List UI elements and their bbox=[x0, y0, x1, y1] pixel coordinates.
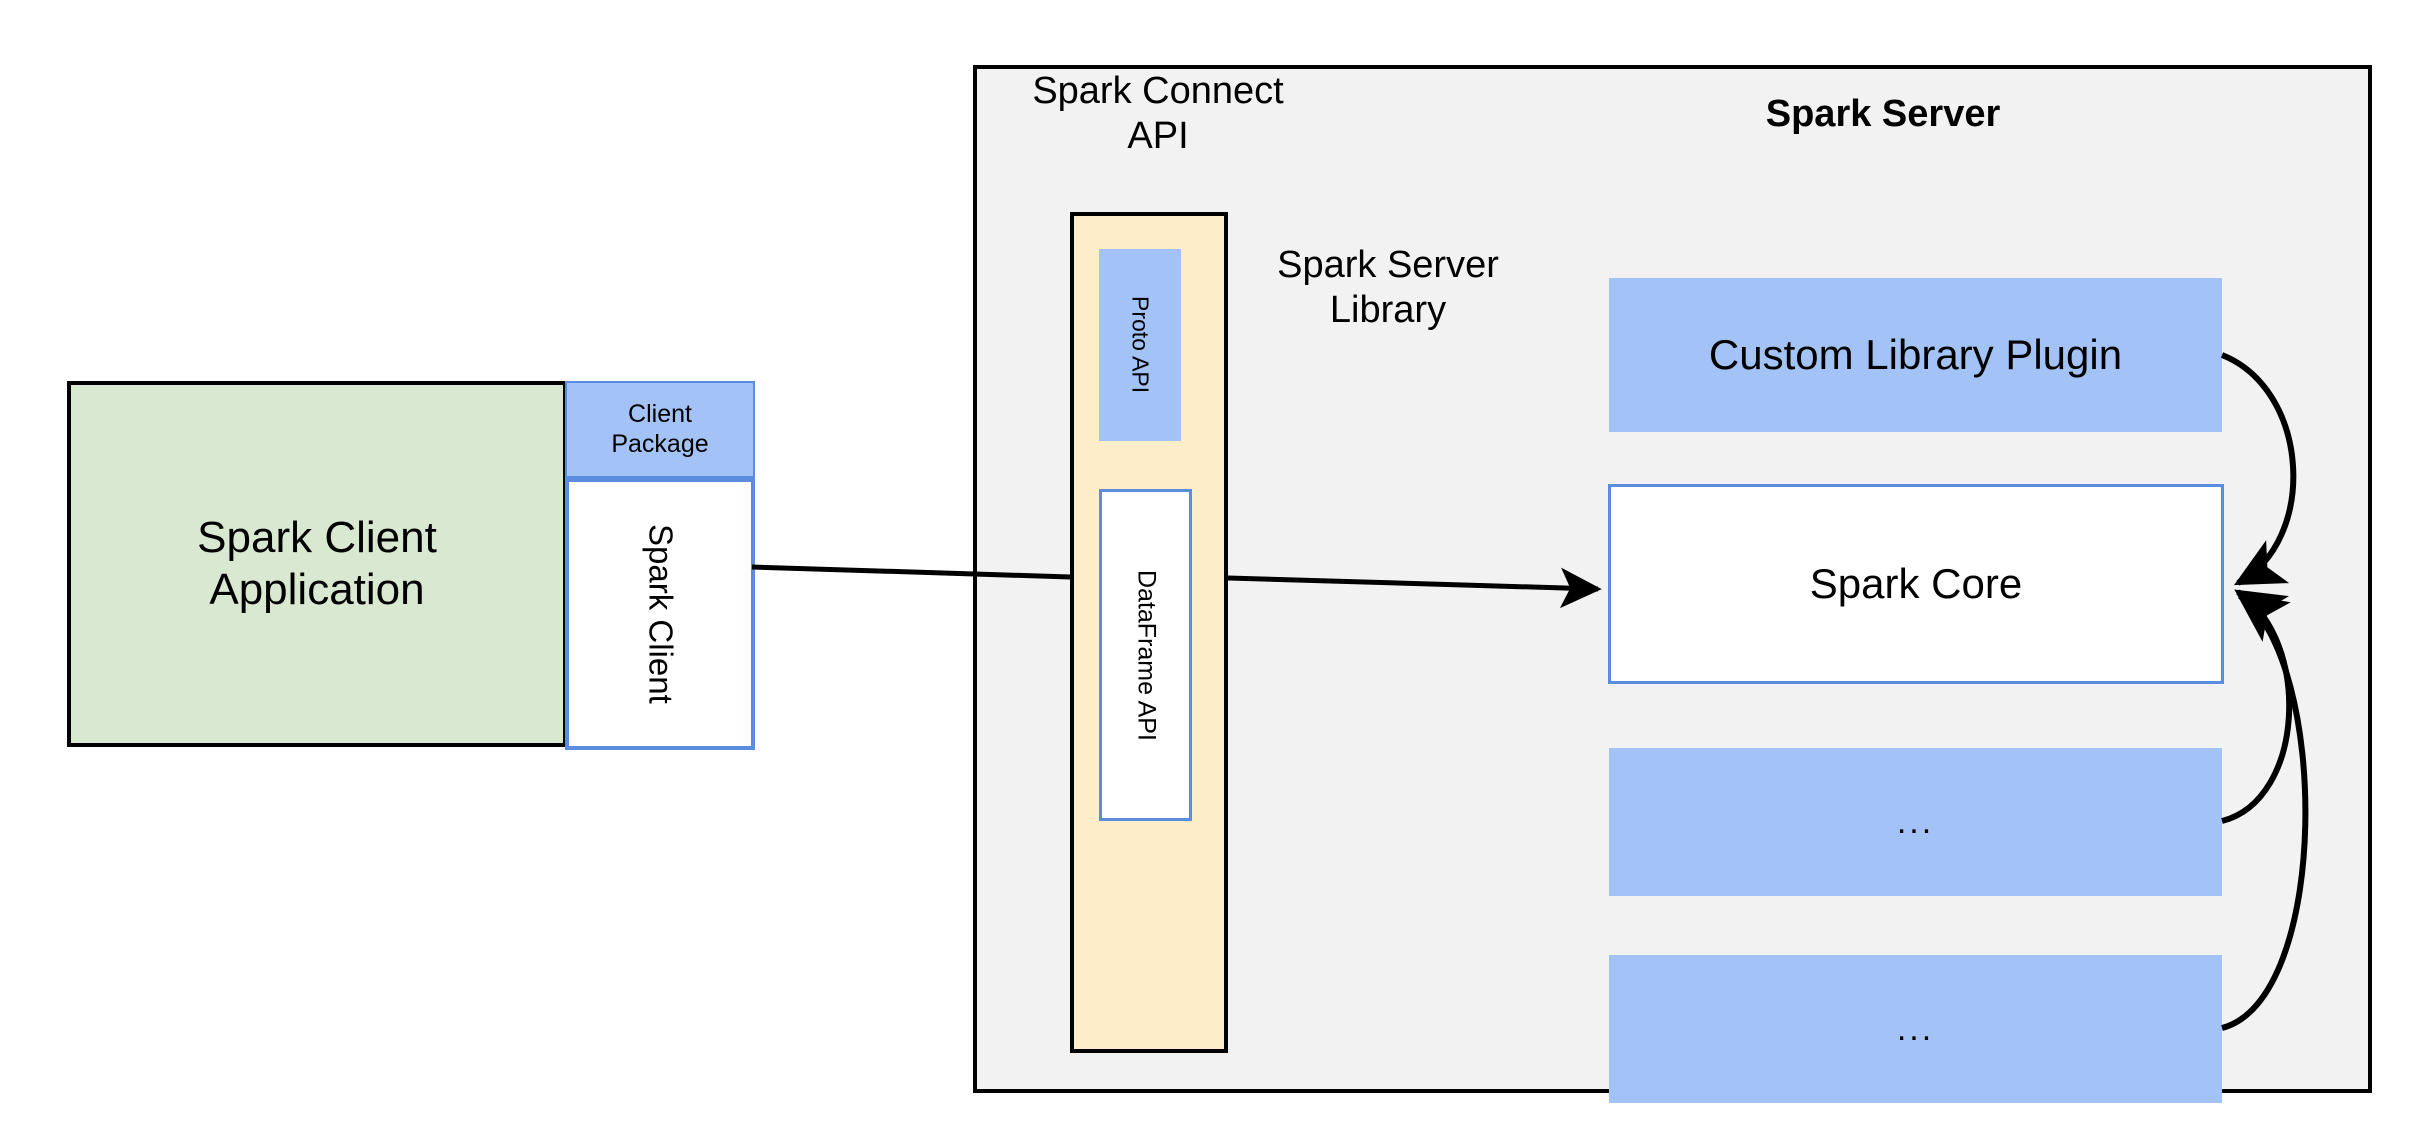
custom-library-plugin-box[interactable]: Custom Library Plugin bbox=[1609, 278, 2222, 432]
client-package-box[interactable]: Client Package bbox=[565, 381, 755, 478]
ellipsis-box-2-label: ... bbox=[1896, 1009, 1935, 1048]
spark-client-label: Spark Client bbox=[642, 524, 680, 704]
spark-server-library-label: Spark Server Library bbox=[1253, 240, 1523, 336]
spark-client-box[interactable]: Spark Client bbox=[565, 478, 755, 750]
spark-core-label: Spark Core bbox=[1809, 560, 2023, 608]
spark-connect-api-label: Spark Connect API bbox=[1013, 66, 1303, 162]
ellipsis-box-1-label: ... bbox=[1896, 802, 1935, 841]
spark-server-title-text: Spark Server bbox=[1765, 92, 2001, 135]
spark-client-application-label: Spark Client Application bbox=[197, 513, 437, 614]
spark-core-box[interactable]: Spark Core bbox=[1608, 484, 2224, 684]
dataframe-api-box[interactable]: DataFrame API bbox=[1099, 489, 1192, 821]
page-title: Spark Server bbox=[1718, 88, 2048, 140]
spark-connect-api-text: Spark Connect API bbox=[1032, 70, 1284, 157]
spark-server-library-text: Spark Server Library bbox=[1277, 244, 1499, 331]
custom-library-plugin-label: Custom Library Plugin bbox=[1708, 331, 2123, 379]
client-package-label: Client Package bbox=[611, 400, 709, 458]
ellipsis-box-1[interactable]: ... bbox=[1609, 748, 2222, 896]
proto-api-label: Proto API bbox=[1127, 296, 1154, 394]
ellipsis-box-2[interactable]: ... bbox=[1609, 955, 2222, 1103]
spark-client-application-box[interactable]: Spark Client Application bbox=[67, 381, 567, 747]
dataframe-api-label: DataFrame API bbox=[1132, 569, 1161, 741]
proto-api-box[interactable]: Proto API bbox=[1099, 249, 1181, 441]
